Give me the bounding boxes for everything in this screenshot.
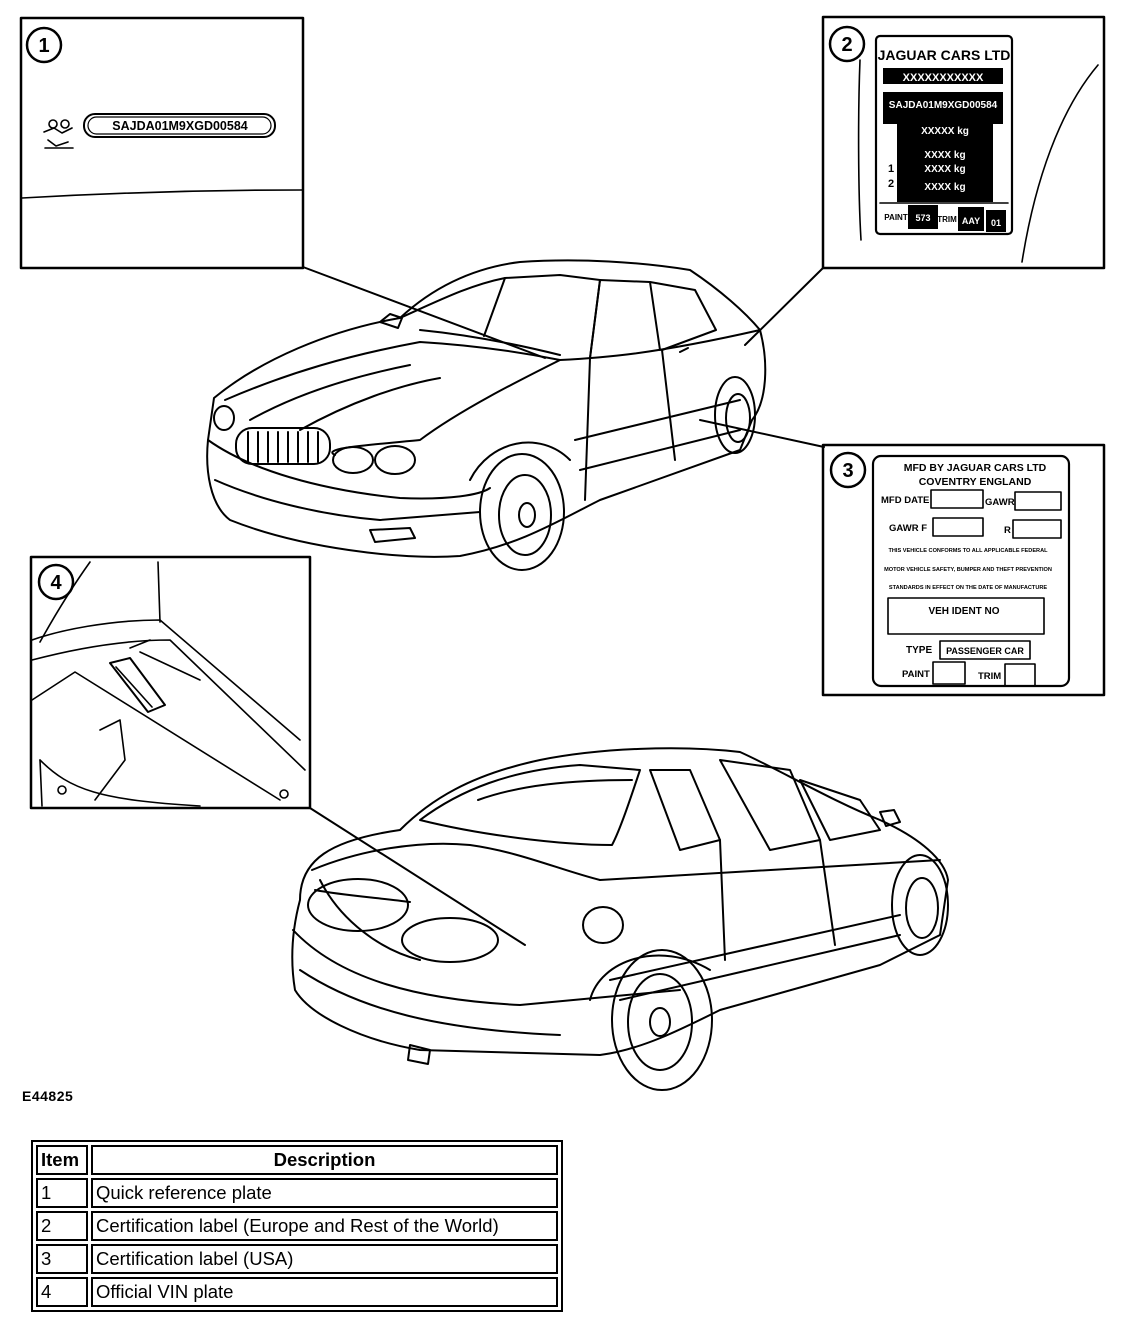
callout-4: 4 — [50, 572, 62, 594]
table-header-row: Item Description — [36, 1145, 558, 1175]
callout-circle-2 — [828, 25, 866, 63]
callout-1: 1 — [38, 35, 49, 57]
callout-3: 3 — [842, 460, 853, 482]
table-row: 2 Certification label (Europe and Rest o… — [36, 1211, 558, 1241]
plate2-cell-3: TRIM — [937, 215, 957, 224]
plate3-title-1: MFD BY JAGUAR CARS LTD — [904, 462, 1047, 474]
detail-certification-label-usa — [821, 443, 1106, 697]
plate2-cell-2: 573 — [915, 213, 930, 223]
rear-wheel — [714, 376, 756, 454]
plate3-type-label: TYPE — [906, 645, 932, 656]
front-wheel — [479, 453, 565, 571]
callout-circle-3 — [829, 451, 867, 489]
plate2-row-5-prefix: 1 — [888, 163, 894, 175]
table-cell-description: Certification label (Europe and Rest of … — [91, 1211, 558, 1241]
callout-circle-1 — [25, 26, 63, 64]
table-cell-item: 1 — [36, 1178, 88, 1208]
vin-symbol-icon — [43, 119, 74, 149]
item-description-table: Item Description 1 Quick reference plate… — [31, 1140, 563, 1312]
header-description: Description — [91, 1145, 558, 1175]
plate3-gawr-f-label: GAWR F — [889, 523, 927, 534]
car-rear-view — [291, 747, 949, 1091]
plate2-row-3: XXXXX kg — [921, 126, 969, 137]
plate2-row-6-prefix: 2 — [888, 178, 894, 190]
table-cell-item: 3 — [36, 1244, 88, 1274]
plate3-title-2: COVENTRY ENGLAND — [919, 476, 1032, 488]
table-cell-item: 4 — [36, 1277, 88, 1307]
table-row: 3 Certification label (USA) — [36, 1244, 558, 1274]
rear-wheel-lower — [611, 949, 713, 1091]
plate3-veh-ident-label: VEH IDENT NO — [928, 606, 999, 617]
plate3-statement-1: THIS VEHICLE CONFORMS TO ALL APPLICABLE … — [888, 548, 1048, 554]
plate2-title: JAGUAR CARS LTD — [878, 47, 1011, 63]
leader-line-2 — [744, 267, 824, 346]
plate2-cell-4: AAY — [962, 216, 980, 226]
plate3-mfd-date-label: MFD DATE — [881, 495, 929, 506]
car-front-view — [206, 259, 767, 571]
plate2-row-5: XXXX kg — [924, 164, 965, 175]
callout-2: 2 — [841, 34, 852, 56]
plate2-row-1: XXXXXXXXXXX — [903, 72, 984, 84]
plate3-gawr-label: GAWR — [985, 497, 1015, 508]
table-row: 4 Official VIN plate — [36, 1277, 558, 1307]
detail-quick-reference-plate — [19, 16, 305, 270]
plate3-trim-label: TRIM — [978, 671, 1001, 682]
plate3-type-value: PASSENGER CAR — [946, 646, 1024, 656]
plate3-r-label: R — [1004, 525, 1011, 536]
table-cell-description: Quick reference plate — [91, 1178, 558, 1208]
plate2-cell-5: 01 — [991, 218, 1001, 228]
detail-certification-label-eu — [821, 15, 1106, 270]
table-cell-description: Official VIN plate — [91, 1277, 558, 1307]
plate2-row-6: XXXX kg — [924, 182, 965, 193]
detail-official-vin-plate — [29, 555, 312, 810]
leader-line-4 — [309, 807, 526, 946]
vin-plate-outline — [83, 113, 276, 138]
plate1-vin-text: SAJDA01M9XGD00584 — [112, 119, 248, 133]
table-cell-item: 2 — [36, 1211, 88, 1241]
front-wheel-lower — [891, 854, 949, 956]
plate2-cell-1: PAINT — [884, 213, 908, 222]
plate3-paint-label: PAINT — [902, 669, 930, 680]
table-cell-description: Certification label (USA) — [91, 1244, 558, 1274]
plate3-statement-3: STANDARDS IN EFFECT ON THE DATE OF MANUF… — [889, 585, 1048, 591]
plate2-row-4: XXXX kg — [924, 150, 965, 161]
figure-code: E44825 — [22, 1088, 74, 1104]
leader-line-3 — [699, 419, 825, 448]
callout-circle-4 — [37, 563, 75, 601]
plate2-row-2: SAJDA01M9XGD00584 — [889, 100, 998, 111]
table-row: 1 Quick reference plate — [36, 1178, 558, 1208]
plate3-statement-2: MOTOR VEHICLE SAFETY, BUMPER AND THEFT P… — [884, 567, 1052, 573]
header-item: Item — [36, 1145, 88, 1175]
